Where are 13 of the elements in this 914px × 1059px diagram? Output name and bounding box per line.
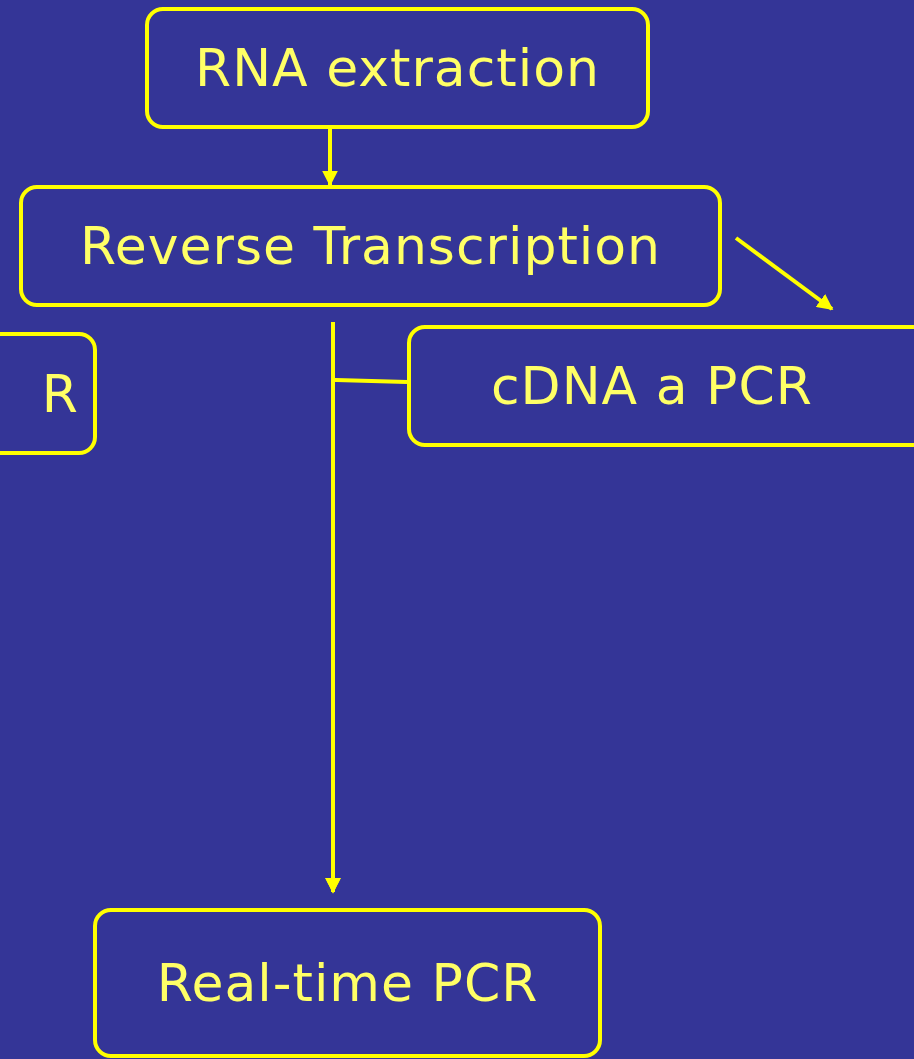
arrow bbox=[734, 236, 834, 311]
process-box bbox=[407, 325, 914, 447]
process-box bbox=[19, 185, 722, 307]
arrow bbox=[325, 378, 408, 894]
box-label: Reverse Transcription bbox=[80, 216, 661, 276]
process-box bbox=[145, 7, 650, 129]
box-label: RNA extraction bbox=[195, 38, 600, 98]
box-label: R bbox=[41, 363, 79, 424]
process-box bbox=[93, 908, 602, 1058]
box-label: cDNA a PCR bbox=[491, 356, 813, 416]
box-label: Real-time PCR bbox=[156, 953, 539, 1013]
arrow bbox=[322, 129, 338, 187]
process-box bbox=[0, 332, 97, 455]
